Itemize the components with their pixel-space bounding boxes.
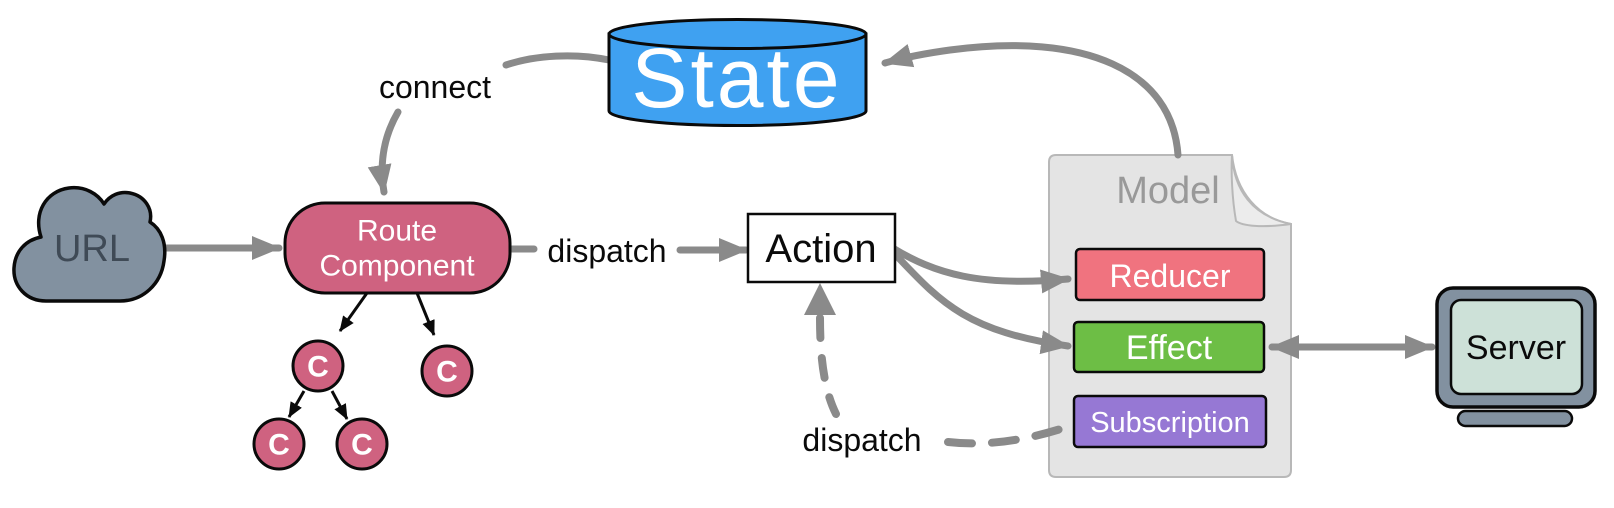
effect-node: Effect xyxy=(1072,320,1266,374)
server-monitor-base-icon xyxy=(1456,409,1574,428)
arrow-action-to-reducer xyxy=(887,243,1072,294)
dashed-line-subscription-to-dispatch xyxy=(944,422,1074,448)
component-circle xyxy=(420,344,474,398)
action-box xyxy=(746,212,897,284)
route-component-label-line1: Route xyxy=(357,215,437,248)
route-component-label-line2: Component xyxy=(319,250,475,283)
action-label: Action xyxy=(765,227,876,271)
arrow-action-to-effect xyxy=(887,246,1072,355)
reducer-box xyxy=(1074,247,1266,302)
url-label: URL xyxy=(54,228,130,270)
component-label: C xyxy=(351,429,373,462)
arrow-route-to-child-right xyxy=(415,292,436,336)
model-document-folded-corner-icon xyxy=(1230,154,1292,228)
connect-label: connect xyxy=(379,69,491,105)
server-label: Server xyxy=(1466,329,1566,367)
component-circle xyxy=(335,417,389,471)
cloud-icon xyxy=(12,185,167,303)
subscription-label: Subscription xyxy=(1090,407,1250,439)
state-store-node: State xyxy=(607,18,868,127)
component-circle xyxy=(291,339,345,393)
server-monitor-screen-icon xyxy=(1449,298,1584,396)
effect-label: Effect xyxy=(1126,329,1213,367)
component-label: C xyxy=(268,429,290,462)
route-component-box xyxy=(283,201,512,295)
component-circle xyxy=(252,417,306,471)
dispatch-label: dispatch xyxy=(547,233,666,269)
state-label: State xyxy=(631,31,842,125)
dashed-arrowhead-to-action-icon xyxy=(804,283,836,315)
dashed-line-dispatch-vertical xyxy=(816,314,840,418)
reducer-label: Reducer xyxy=(1110,258,1231,294)
component-node-2: C xyxy=(420,344,474,398)
arrow-connect-to-route-component xyxy=(367,108,402,196)
dispatch-subscription-label: dispatch xyxy=(802,422,921,458)
arrow-child-to-grandchild-left xyxy=(287,390,306,418)
arrow-route-to-child-left xyxy=(338,292,369,332)
subscription-node: Subscription xyxy=(1072,394,1268,449)
component-label: C xyxy=(307,351,329,384)
component-label: C xyxy=(436,356,458,389)
state-cylinder-body xyxy=(607,32,868,127)
component-node-1: C xyxy=(291,339,345,393)
component-node-3: C xyxy=(252,417,306,471)
effect-box xyxy=(1072,320,1266,374)
action-node: Action xyxy=(746,212,897,284)
server-node: Server xyxy=(1435,286,1597,428)
route-component-node: Route Component xyxy=(283,201,512,295)
state-cylinder-top xyxy=(607,18,868,50)
reducer-node: Reducer xyxy=(1074,247,1266,302)
arrow-child-to-grandchild-right xyxy=(330,390,349,420)
model-title: Model xyxy=(1116,170,1220,212)
line-state-to-connect-label xyxy=(502,52,613,69)
component-node-4: C xyxy=(335,417,389,471)
url-cloud-node: URL xyxy=(12,185,167,303)
arrow-model-to-state xyxy=(881,42,1182,159)
subscription-box xyxy=(1072,394,1268,449)
